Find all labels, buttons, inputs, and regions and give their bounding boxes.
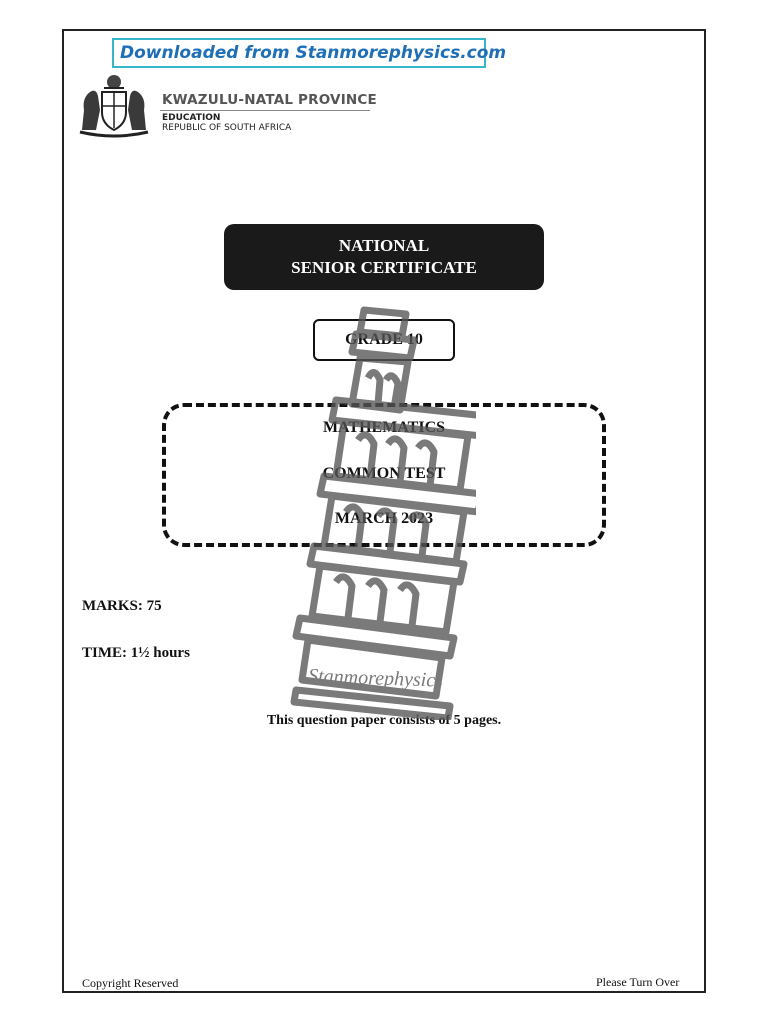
certificate-line-2: SENIOR CERTIFICATE — [291, 258, 477, 277]
country-name: REPUBLIC OF SOUTH AFRICA — [162, 123, 292, 133]
time-info: TIME: 1½ hours — [82, 645, 190, 661]
province-name: KWAZULU-NATAL PROVINCE — [162, 92, 377, 108]
download-banner[interactable]: Downloaded from Stanmorephysics.com — [112, 38, 506, 68]
coat-of-arms-icon — [79, 75, 149, 138]
department-name: EDUCATION — [162, 113, 221, 123]
footer-copyright: Copyright Reserved — [82, 976, 179, 990]
watermark-text: Stanmorephysics — [308, 665, 444, 692]
certificate-line-1: NATIONAL — [338, 236, 430, 255]
certificate-title-box: NATIONAL SENIOR CERTIFICATE — [224, 224, 544, 290]
page-border — [62, 29, 706, 993]
marks-info: MARKS: 75 — [82, 598, 162, 614]
footer-turn-over: Please Turn Over — [596, 975, 680, 989]
leaning-tower-icon: Stanmorephysics — [290, 306, 476, 720]
header-rule — [160, 110, 370, 111]
